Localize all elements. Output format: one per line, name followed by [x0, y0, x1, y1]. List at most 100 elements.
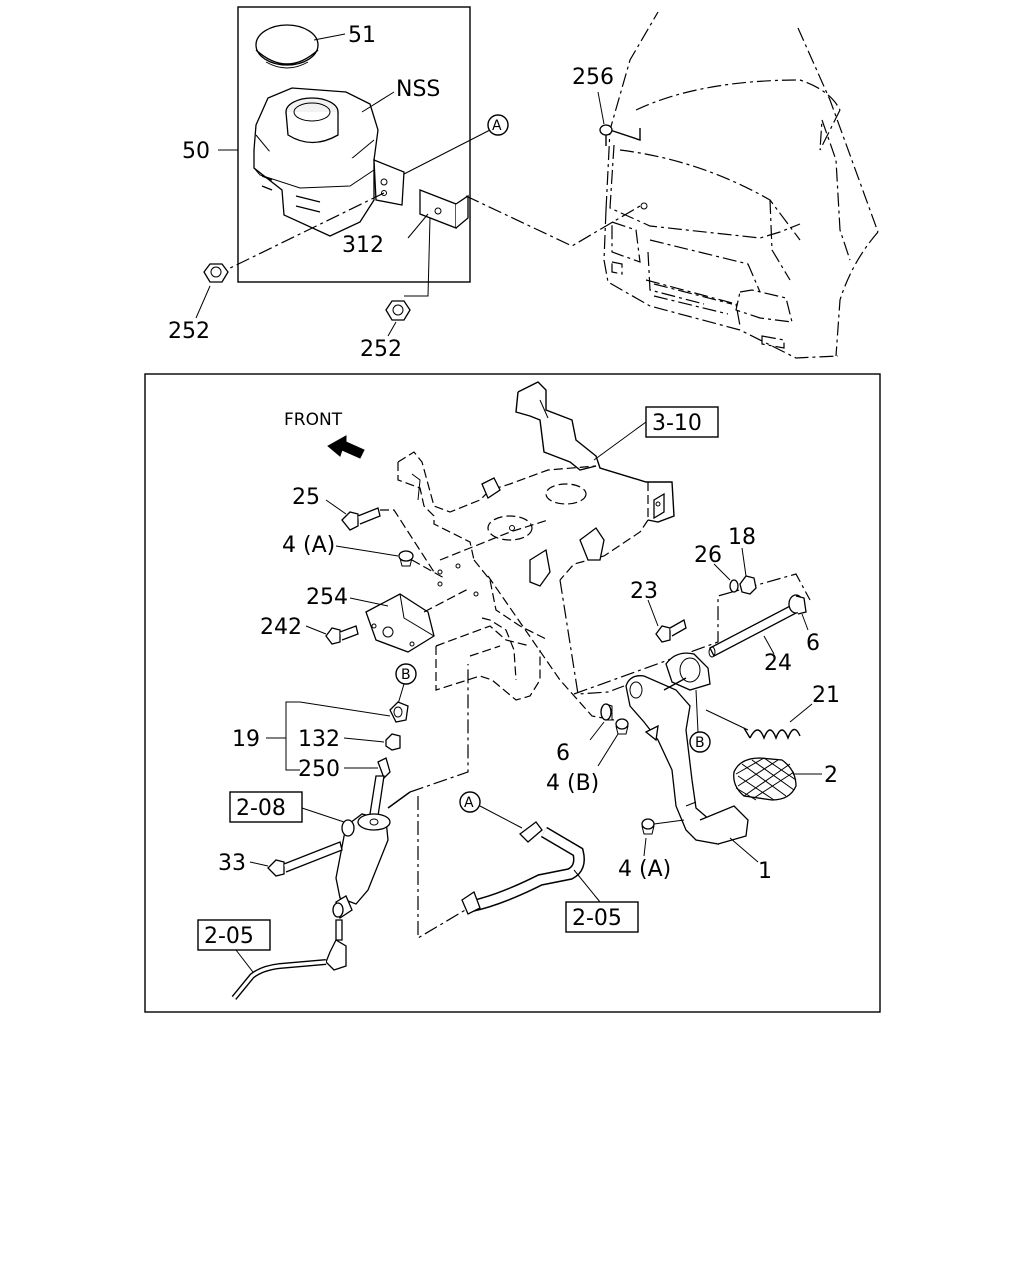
- ref-box-3-10-label: 3-10: [652, 411, 702, 436]
- reservoir-tank: [253, 87, 405, 237]
- leader-26: [713, 563, 731, 581]
- reservoir-hose: [461, 821, 585, 915]
- leader-23: [647, 599, 659, 627]
- leader-252-right: [387, 321, 397, 337]
- leader-6-right: [801, 613, 809, 631]
- leader-nss: [361, 91, 395, 113]
- leader-2-05-left: [235, 949, 257, 977]
- nut-4a-line: [411, 559, 445, 579]
- front-label: FRONT: [284, 410, 343, 430]
- connection-hose-to-cylinder: [417, 796, 473, 940]
- leader-312: [407, 213, 429, 239]
- leader-256: [597, 91, 605, 125]
- nut-252-left: [203, 263, 229, 283]
- marker-a-bottom-label: A: [464, 795, 474, 811]
- ref-box-2-05-right-label: 2-05: [572, 906, 622, 931]
- label-4a-top: 4 (A): [282, 533, 335, 558]
- spring-link: [705, 709, 749, 731]
- leader-2-08: [301, 807, 345, 823]
- ref-box-3-10: [645, 406, 719, 438]
- leader-132: [343, 737, 385, 743]
- nut-18: [739, 575, 757, 595]
- bolt-25-line: [380, 509, 435, 573]
- label-23: 23: [630, 579, 658, 604]
- return-spring-21: [743, 727, 801, 740]
- label-24: 24: [764, 651, 792, 676]
- pin-6-right: [788, 594, 807, 615]
- label-312: 312: [342, 233, 384, 258]
- pedal-mounting-bracket: [397, 381, 675, 701]
- bracket-19: [285, 701, 300, 771]
- leader-1: [729, 837, 759, 863]
- washer-6-left: [600, 703, 613, 721]
- marker-b-right-label: B: [695, 735, 705, 751]
- leader-21: [789, 703, 813, 723]
- leader-18: [741, 547, 747, 577]
- marker-a-bottom: [459, 791, 481, 813]
- label-252-right: 252: [360, 337, 402, 362]
- label-6-left: 6: [556, 741, 570, 766]
- label-21: 21: [812, 683, 840, 708]
- connection-pedal-pin: [559, 579, 625, 695]
- connection-pedal-bolt: [487, 575, 615, 721]
- label-50: 50: [182, 139, 210, 164]
- nut-252-right: [385, 300, 411, 321]
- reservoir-cap: [255, 24, 319, 69]
- bolt-23: [655, 619, 687, 643]
- leader-25: [325, 499, 347, 515]
- pedal-assembly-frame: [144, 373, 881, 1013]
- leader-24: [763, 635, 775, 655]
- ref-box-2-05-left: [197, 919, 271, 951]
- label-250: 250: [298, 757, 340, 782]
- leader-6-left: [589, 721, 605, 741]
- bolt-33: [267, 841, 343, 877]
- bracket-312: [419, 189, 469, 229]
- label-254: 254: [306, 585, 348, 610]
- label-256: 256: [572, 65, 614, 90]
- pivot-shaft-24: [708, 603, 799, 658]
- label-242: 242: [260, 615, 302, 640]
- label-252-left: 252: [168, 319, 210, 344]
- leader-2-05-right: [573, 869, 601, 903]
- label-4a-bottom: 4 (A): [618, 857, 671, 882]
- nut-4a-top: [398, 550, 414, 567]
- leader-b-right: [695, 689, 699, 733]
- marker-b-right: [689, 731, 711, 753]
- label-51: 51: [348, 23, 376, 48]
- nut-4a-bottom-link: [653, 819, 685, 825]
- connection-bracket-to-nut: [404, 217, 431, 297]
- label-33: 33: [218, 851, 246, 876]
- leader-254: [349, 597, 389, 607]
- leader-b-left: [397, 683, 405, 705]
- front-arrow-icon: [327, 435, 365, 459]
- connection-cylinder-to-bracket: [409, 664, 469, 793]
- label-26: 26: [694, 543, 722, 568]
- truck-cab-outline: [603, 11, 879, 359]
- bracket-254-line: [423, 587, 471, 613]
- bolt-242: [325, 625, 359, 645]
- leader-242: [305, 625, 327, 635]
- clutch-master-cylinder: [325, 791, 411, 971]
- clevis-assembly: [369, 701, 409, 817]
- leader-4b: [597, 733, 619, 767]
- leader-4a-bottom: [643, 837, 647, 857]
- leader-252-left: [195, 285, 211, 319]
- leader-4a-top: [335, 545, 399, 557]
- leader-33: [249, 861, 269, 867]
- nut-4a-bottom: [641, 818, 655, 835]
- label-18: 18: [728, 525, 756, 550]
- pedal-pad-2: [733, 757, 797, 801]
- bolt-25: [341, 507, 381, 531]
- nut-4b: [615, 718, 629, 735]
- ref-box-2-08: [229, 791, 303, 823]
- marker-a-top: [487, 114, 509, 136]
- reservoir-inset-frame: [237, 6, 471, 283]
- label-2: 2: [824, 763, 838, 788]
- ref-box-2-05-left-label: 2-05: [204, 924, 254, 949]
- clutch-pedal-arm: [625, 652, 749, 845]
- label-1: 1: [758, 859, 772, 884]
- marker-b-left: [395, 663, 417, 685]
- leader-51: [313, 33, 346, 41]
- connection-reservoir-to-nut: [221, 192, 385, 273]
